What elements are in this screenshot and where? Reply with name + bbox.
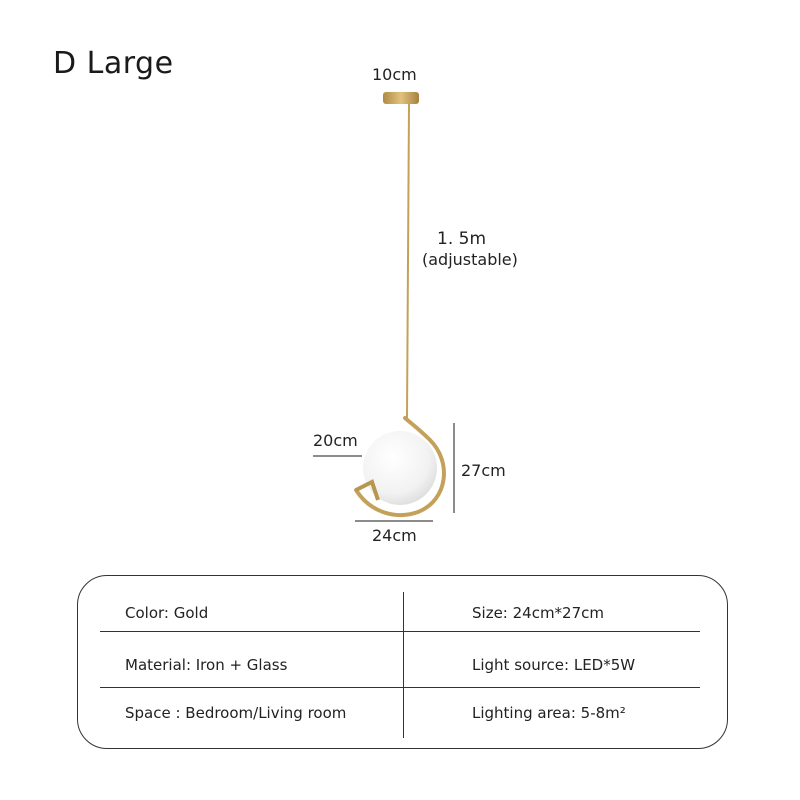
spec-size: Size: 24cm*27cm [472,604,605,622]
spec-space: Space : Bedroom/Living room [125,704,347,722]
row-divider [100,631,700,632]
height-dimension-label: 27cm [461,461,506,480]
globe-dimension-label: 20cm [313,431,358,450]
spec-color: Color: Gold [125,604,209,622]
spec-table [77,575,728,749]
suspension-cord [406,103,410,419]
row-divider [100,687,700,688]
ceiling-canopy [383,92,419,104]
product-variant-title: D Large [53,46,174,81]
spec-light-source: Light source: LED*5W [472,656,636,674]
canopy-dimension-label: 10cm [372,65,417,84]
column-divider [403,592,404,738]
cord-adjustable-label: (adjustable) [422,250,518,269]
pendant-lamp-illustration [313,92,455,522]
spec-material: Material: Iron + Glass [125,656,288,674]
gold-hook-frame [354,416,446,517]
cord-length-label: 1. 5m [437,229,486,249]
spec-lighting-area: Lighting area: 5-8m² [472,704,626,722]
width-dimension-label: 24cm [372,526,417,545]
glass-globe [363,431,437,505]
globe-holder [355,479,380,501]
